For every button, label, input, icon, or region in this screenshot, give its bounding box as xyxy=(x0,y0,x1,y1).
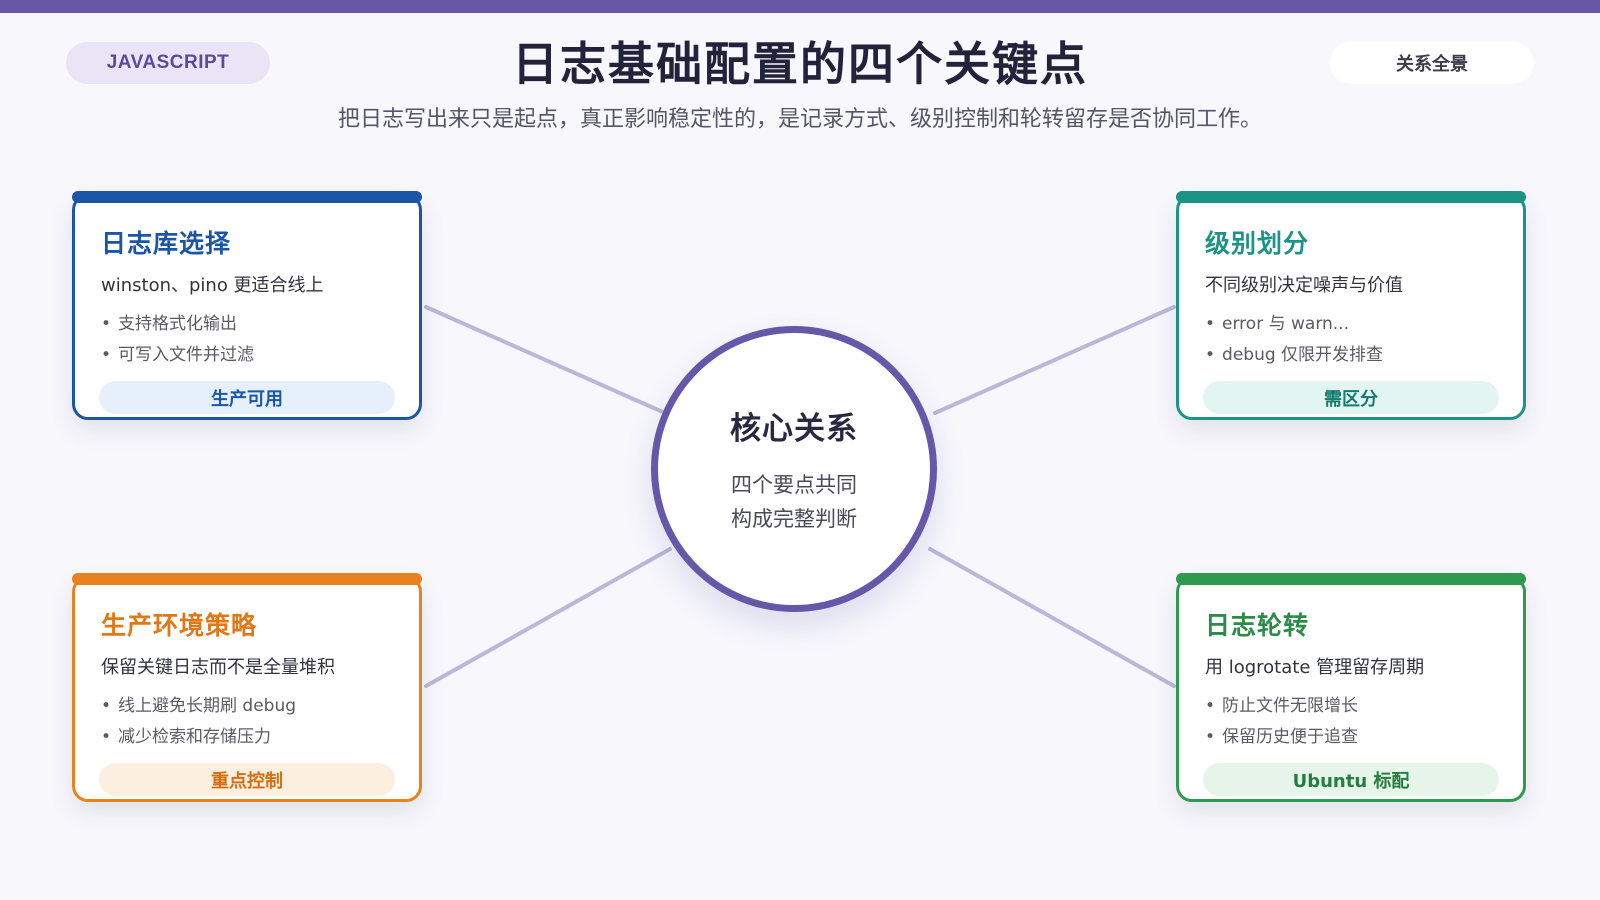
card-title: 级别划分 xyxy=(1205,229,1310,258)
hub-line-1: 四个要点共同 xyxy=(731,472,857,497)
connector-bottom-left xyxy=(424,547,672,688)
top-accent-bar xyxy=(0,0,1600,13)
connector-top-right xyxy=(933,305,1176,415)
list-item: error 与 warn... xyxy=(1205,309,1383,340)
card-log-levels: 级别划分 不同级别决定噪声与价值 error 与 warn... debug 仅… xyxy=(1176,191,1526,420)
list-item: 线上避免长期刷 debug xyxy=(101,691,296,722)
list-item: debug 仅限开发排查 xyxy=(1205,340,1383,371)
card-accent-bar xyxy=(72,573,422,585)
card-title: 日志轮转 xyxy=(1205,611,1310,640)
card-badge: Ubuntu 标配 xyxy=(1203,763,1499,796)
card-logging-library: 日志库选择 winston、pino 更适合线上 支持格式化输出 可写入文件并过… xyxy=(72,191,422,420)
card-badge: 需区分 xyxy=(1203,381,1499,414)
hub-title: 核心关系 xyxy=(730,410,858,447)
card-bullet-list: 防止文件无限增长 保留历史便于追查 xyxy=(1205,691,1358,753)
card-production-strategy: 生产环境策略 保留关键日志而不是全量堆积 线上避免长期刷 debug 减少检索和… xyxy=(72,573,422,802)
card-description: winston、pino 更适合线上 xyxy=(101,275,324,296)
card-accent-bar xyxy=(1176,573,1526,585)
card-accent-bar xyxy=(1176,191,1526,203)
card-description: 用 logrotate 管理留存周期 xyxy=(1205,657,1425,678)
page-title: 日志基础配置的四个关键点 xyxy=(512,37,1088,91)
connector-bottom-right xyxy=(928,547,1176,688)
list-item: 可写入文件并过滤 xyxy=(101,340,254,371)
list-item: 防止文件无限增长 xyxy=(1205,691,1358,722)
connector-top-left xyxy=(424,305,667,415)
card-badge: 重点控制 xyxy=(99,763,395,796)
list-item: 保留历史便于追查 xyxy=(1205,722,1358,753)
card-title: 生产环境策略 xyxy=(101,611,258,640)
card-description: 不同级别决定噪声与价值 xyxy=(1205,275,1403,296)
page-subtitle: 把日志写出来只是起点，真正影响稳定性的，是记录方式、级别控制和轮转留存是否协同工… xyxy=(337,107,1262,132)
card-description: 保留关键日志而不是全量堆积 xyxy=(101,657,335,678)
list-item: 支持格式化输出 xyxy=(101,309,254,340)
card-badge: 生产可用 xyxy=(99,381,395,414)
list-item: 减少检索和存储压力 xyxy=(101,722,296,753)
card-log-rotation: 日志轮转 用 logrotate 管理留存周期 防止文件无限增长 保留历史便于追… xyxy=(1176,573,1526,802)
language-tag: JAVASCRIPT xyxy=(66,42,270,84)
card-bullet-list: 线上避免长期刷 debug 减少检索和存储压力 xyxy=(101,691,296,753)
hub-line-2: 构成完整判断 xyxy=(731,506,857,531)
core-relation-hub: 核心关系 四个要点共同 构成完整判断 xyxy=(651,326,937,612)
scope-badge: 关系全景 xyxy=(1330,42,1534,84)
card-bullet-list: error 与 warn... debug 仅限开发排查 xyxy=(1205,309,1383,371)
card-accent-bar xyxy=(72,191,422,203)
card-title: 日志库选择 xyxy=(101,229,232,258)
card-bullet-list: 支持格式化输出 可写入文件并过滤 xyxy=(101,309,254,371)
